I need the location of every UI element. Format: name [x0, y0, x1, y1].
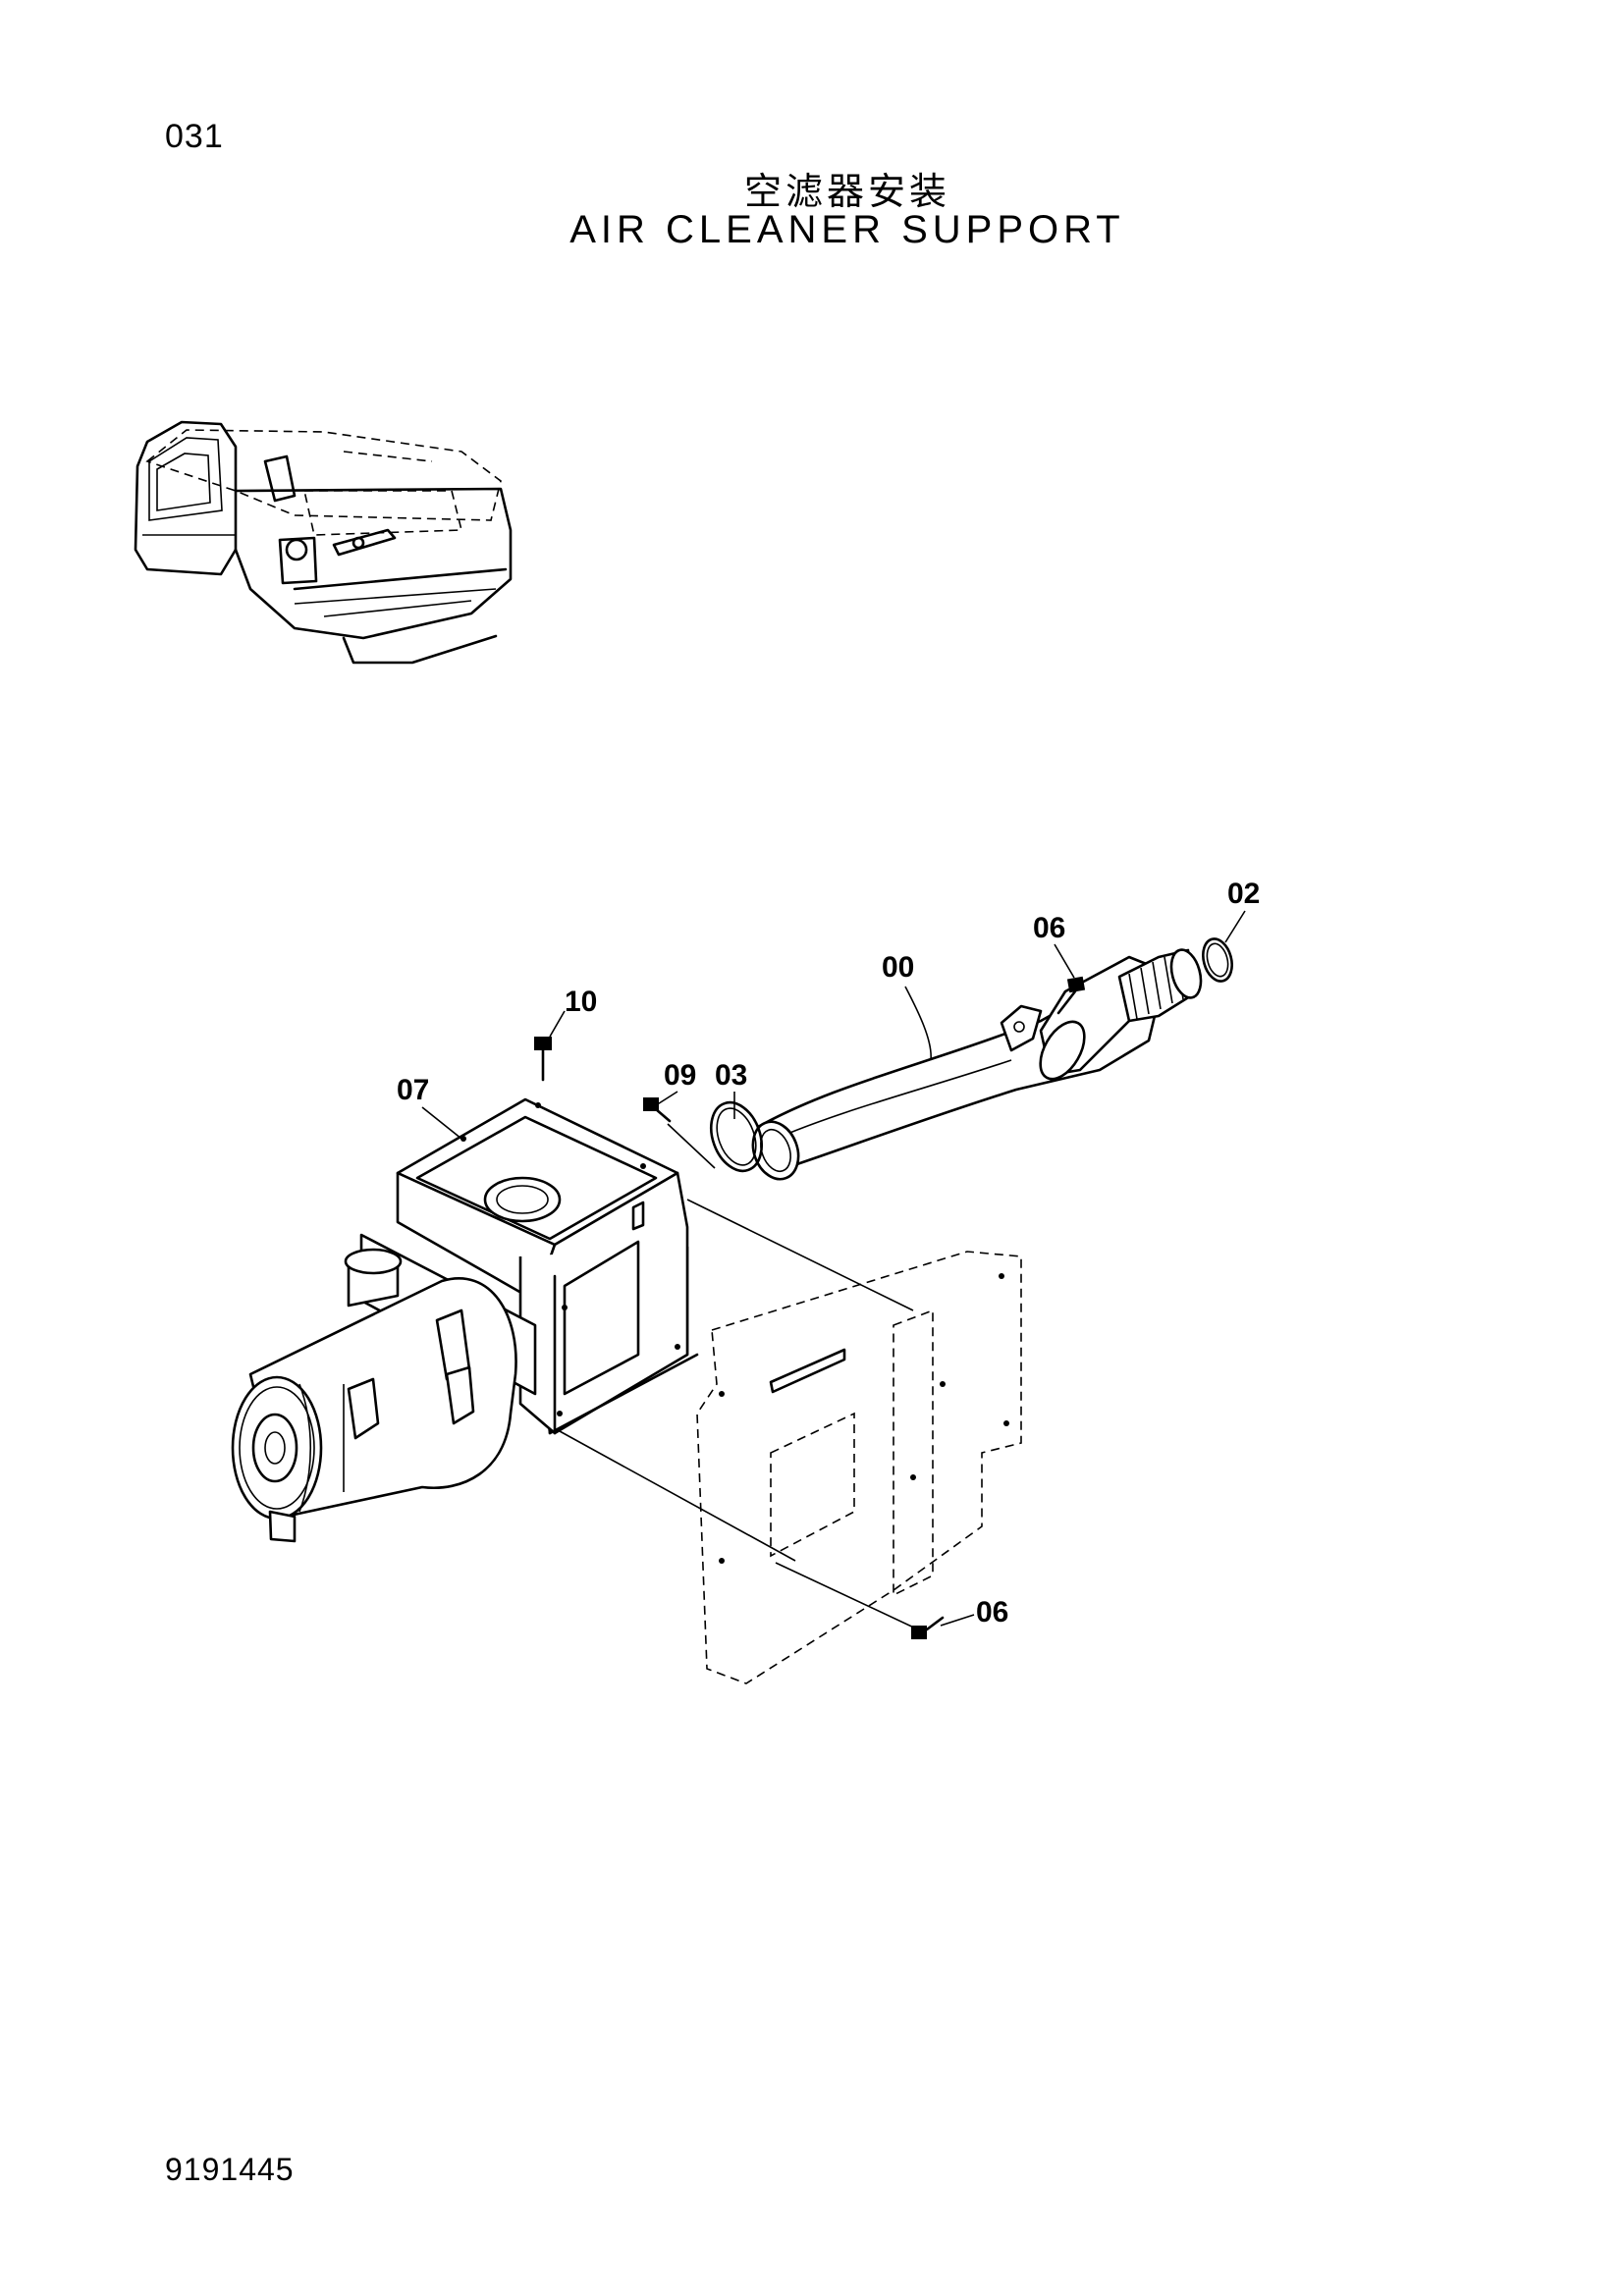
bolt-06-lower	[911, 1616, 945, 1639]
partition-panel	[696, 1251, 1022, 1684]
page-number: 031	[165, 118, 224, 155]
callout-02: 02	[1224, 878, 1260, 943]
callout-00: 00	[882, 951, 932, 1061]
title-chinese: 空滤器安装	[743, 170, 950, 213]
svg-text:02: 02	[1227, 878, 1260, 910]
callout-06-upper: 06	[1033, 912, 1075, 979]
air-cleaner-assembly	[231, 1233, 537, 1543]
alignment-lines	[559, 1123, 919, 1630]
air-cleaner-support-bracket	[396, 1097, 699, 1435]
svg-text:07: 07	[397, 1074, 429, 1106]
callout-06-lower: 06	[940, 1596, 1008, 1629]
excavator-location-thumbnail	[134, 420, 513, 665]
callout-03: 03	[715, 1059, 747, 1119]
callout-10: 10	[549, 986, 597, 1038]
intake-duct	[751, 948, 1203, 1181]
svg-text:06: 06	[976, 1596, 1008, 1629]
bolt-06-upper	[1056, 976, 1086, 1015]
callout-07: 07	[397, 1074, 462, 1140]
svg-text:06: 06	[1033, 912, 1065, 944]
bolt-09	[643, 1097, 672, 1123]
svg-text:03: 03	[715, 1059, 747, 1092]
bolt-10	[534, 1037, 552, 1082]
hose-clamp-03	[710, 1100, 763, 1173]
svg-text:00: 00	[882, 951, 914, 984]
title-english: AIR CLEANER SUPPORT	[569, 208, 1125, 251]
hose-clamp-02	[1202, 937, 1233, 983]
svg-text:10: 10	[565, 986, 597, 1018]
callout-09: 09	[655, 1059, 696, 1106]
document-number: 9191445	[165, 2152, 295, 2187]
svg-text:09: 09	[664, 1059, 696, 1092]
